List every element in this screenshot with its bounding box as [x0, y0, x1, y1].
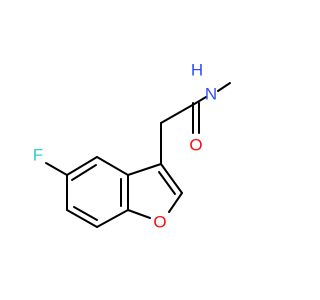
bond-c3-c2-inner — [158, 171, 176, 195]
bond-c6-c7-inner — [73, 206, 98, 221]
bonds — [45, 82, 231, 228]
bond-c5-c4 — [66, 156, 98, 176]
bond-carbonyl-n — [195, 96, 207, 104]
molecule-canvas: F N H O O — [33, 61, 231, 232]
bond-c5-f — [45, 162, 68, 176]
bond-c7-c7a — [96, 209, 129, 228]
bond-c3a-c4 — [96, 156, 129, 176]
amide-hydrogen-label: H — [191, 61, 203, 80]
bond-c6-c7 — [66, 209, 98, 228]
bond-c2-o1 — [168, 192, 183, 213]
bond-ch2-carbonyl — [160, 102, 197, 124]
structure-diagram: F N H O O — [33, 61, 231, 232]
bond-c3-c2 — [160, 163, 183, 194]
furan-oxygen-label: O — [153, 213, 166, 232]
bond-c5-c4-inner — [71, 164, 97, 181]
fluorine-label: F — [33, 146, 43, 165]
carbonyl-oxygen-label: O — [189, 136, 202, 155]
bond-c3a-c3 — [127, 163, 162, 176]
bond-o1-c7a — [127, 209, 151, 219]
bond-n-methyl — [217, 82, 231, 92]
atom-labels: F N H O O — [33, 61, 217, 232]
amide-nitrogen-label: N — [205, 85, 217, 104]
